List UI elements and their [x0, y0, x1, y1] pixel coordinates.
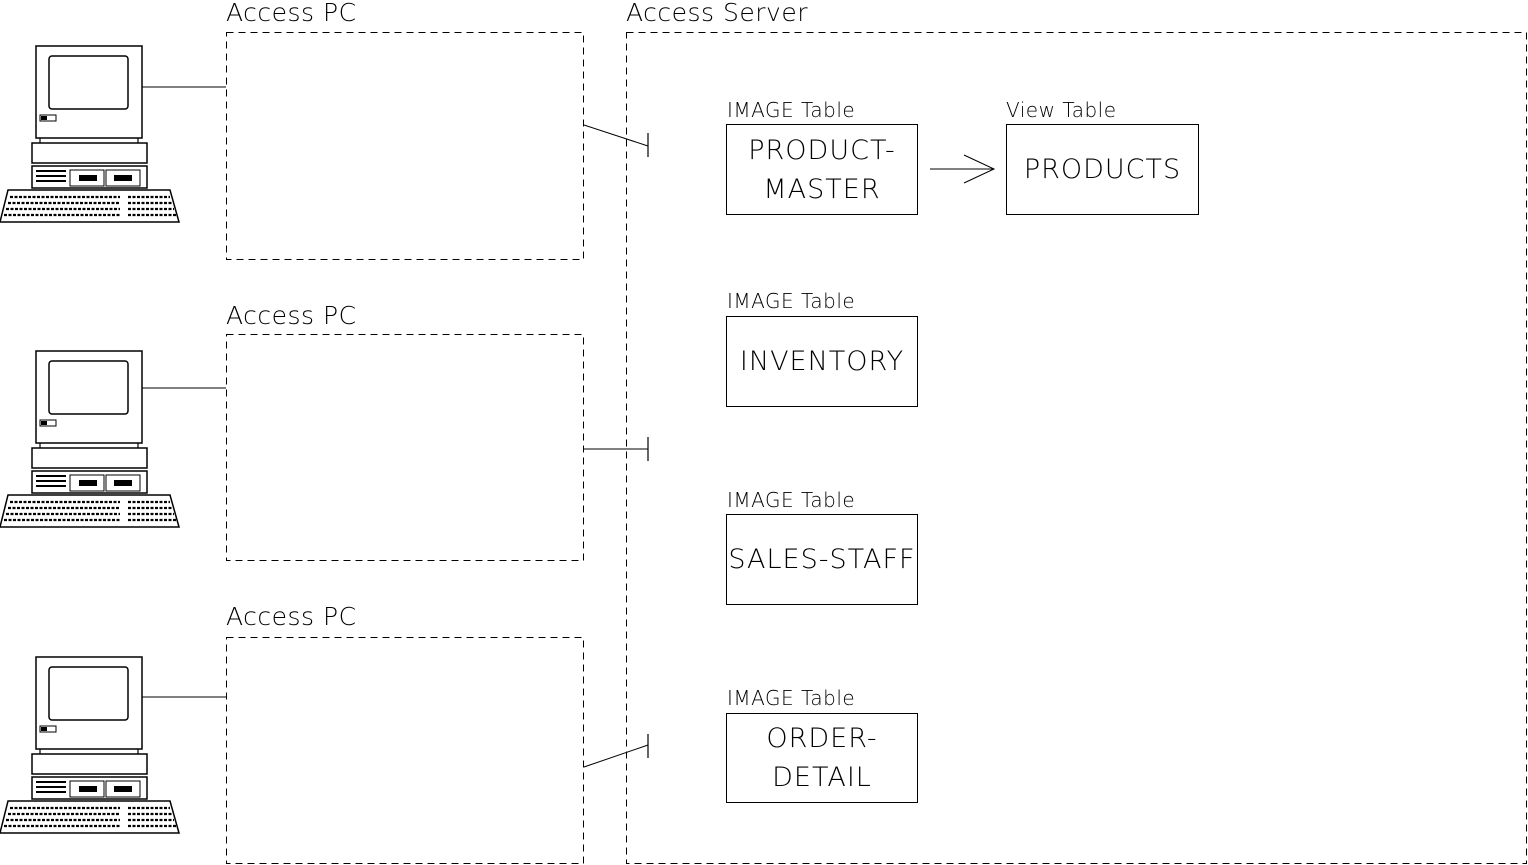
server-link-line-1: [583, 124, 649, 147]
access-server-box: [626, 32, 1527, 864]
table-name-line: SALES-STAFF: [728, 544, 916, 575]
table-type-label: IMAGE Table: [727, 488, 856, 512]
table-name-line: PRODUCT-: [748, 134, 896, 166]
table-box-sales-staff: SALES-STAFF: [726, 514, 918, 605]
view-name-line: PRODUCTS: [1023, 154, 1182, 185]
table-name-line: ORDER-: [766, 723, 878, 754]
desktop-computer-icon: [0, 44, 181, 224]
access-pc-box-2: [226, 334, 584, 561]
table-type-label: IMAGE Table: [727, 686, 856, 710]
table-box-order-detail: ORDER- DETAIL: [726, 713, 918, 803]
table-type-label: IMAGE Table: [727, 98, 856, 122]
table-type-label: IMAGE Table: [727, 289, 856, 313]
access-pc-box-1: [226, 32, 584, 260]
table-box-product-master: PRODUCT- MASTER: [726, 124, 918, 215]
table-box-inventory: INVENTORY: [726, 316, 918, 407]
table-name-line: DETAIL: [772, 762, 872, 793]
access-pc-label: Access PC: [226, 0, 357, 27]
view-box-products: PRODUCTS: [1006, 124, 1199, 215]
access-pc-label: Access PC: [226, 301, 357, 330]
server-link-line-3: [583, 744, 649, 768]
desktop-computer-icon: [0, 655, 181, 835]
access-pc-box-3: [226, 637, 584, 864]
view-type-label: View Table: [1006, 98, 1117, 122]
access-server-label: Access Server: [626, 0, 809, 27]
view-arrow: [930, 154, 996, 184]
desktop-computer-icon: [0, 349, 181, 529]
table-name-line: INVENTORY: [739, 346, 905, 377]
access-pc-label: Access PC: [226, 602, 357, 631]
table-name-line: MASTER: [763, 173, 881, 205]
